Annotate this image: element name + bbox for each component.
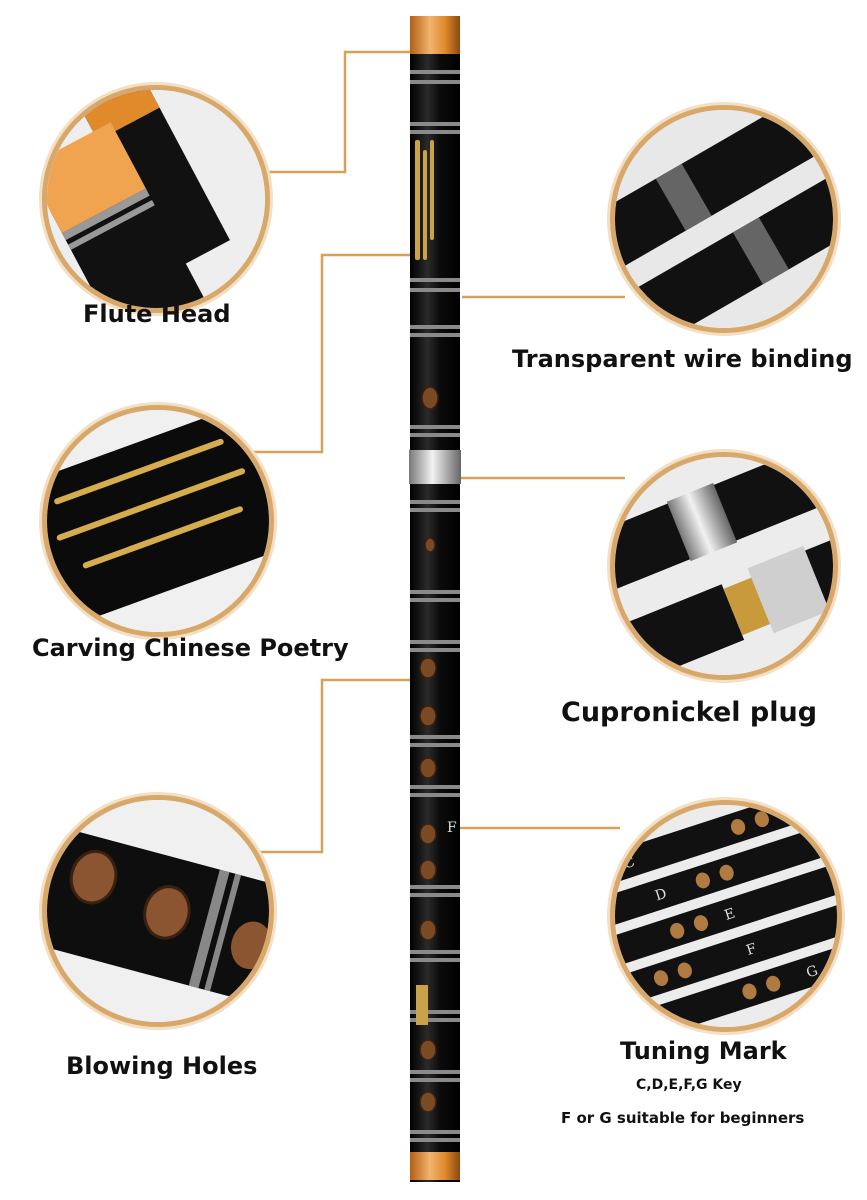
flute-head-cap [410, 16, 460, 54]
leader-line-poetry [236, 253, 410, 454]
cupronickel-joint [409, 450, 461, 484]
transparent-wire-binding-label: Transparent wire binding [512, 345, 853, 373]
flute-bindings [410, 70, 460, 1142]
beginner-note-text: F or G suitable for beginners [561, 1109, 805, 1127]
flute-tail-cap [410, 1152, 460, 1180]
cupronickel-plug-label: Cupronickel plug [561, 697, 818, 728]
carving-chinese-poetry-label: Carving Chinese Poetry [32, 634, 349, 662]
poetry-detail-circle [42, 405, 274, 637]
flute-key-mark: F [447, 820, 457, 836]
flute-holes [419, 386, 439, 1113]
tuning-letter-g: G [804, 963, 820, 982]
wire-binding-detail-circle [610, 105, 838, 333]
wire-binding-closeup [615, 110, 833, 328]
maker-seal [416, 985, 428, 1025]
tuning-keys-text: C,D,E,F,G Key [636, 1077, 742, 1093]
blowing-holes-closeup [47, 800, 269, 1022]
leader-line-flute-head [262, 50, 410, 174]
tuning-letter-e: E [723, 906, 738, 924]
flute-head-detail-circle [42, 85, 270, 313]
tuning-letter-d: D [653, 886, 669, 905]
tuning-mark-detail-circle: C D E F G [610, 800, 842, 1032]
flute-poetry-engraving [415, 140, 434, 260]
tuning-mark-label: Tuning Mark [620, 1037, 787, 1065]
blowing-holes-label: Blowing Holes [66, 1052, 258, 1080]
poetry-closeup [47, 410, 269, 632]
tuning-mark-closeup: C D E F G [615, 805, 837, 1027]
flute-head-closeup [47, 90, 265, 308]
cupronickel-detail-circle [610, 452, 838, 680]
flute-head-label: Flute Head [83, 300, 231, 328]
leader-line-blowing-holes [258, 678, 410, 854]
cupronickel-closeup [615, 457, 833, 675]
blowing-holes-detail-circle [42, 795, 274, 1027]
